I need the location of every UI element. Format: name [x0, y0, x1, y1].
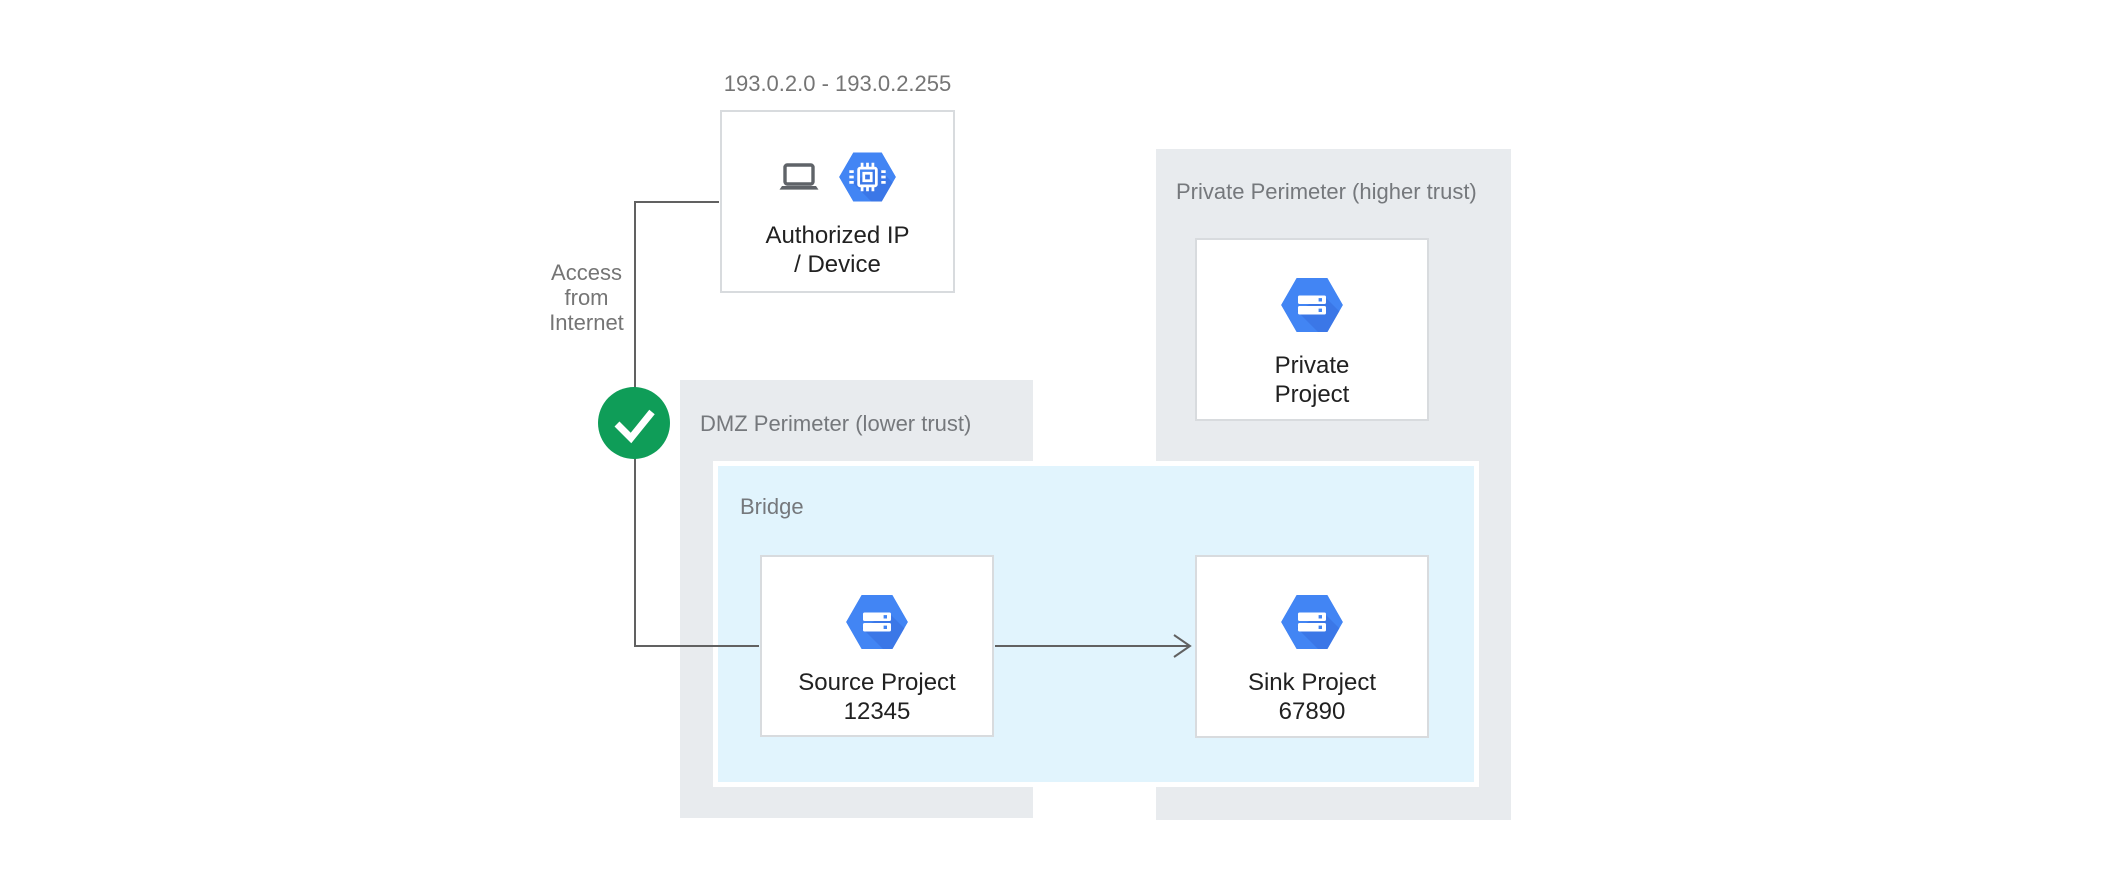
authorized-ip-device-node: Authorized IP / Device [720, 110, 955, 293]
private-node-label-line2: Project [1274, 381, 1350, 408]
private-perimeter-label: Private Perimeter (higher trust) [1176, 179, 1477, 204]
source-project-node: Source Project 12345 [760, 555, 994, 737]
access-from-internet-label: Access from Internet [549, 260, 624, 335]
source-node-label: Source Project 12345 [798, 668, 955, 726]
source-node-label-line1: Source Project [798, 669, 956, 696]
laptop-icon [779, 163, 819, 190]
authorized-node-label: Authorized IP / Device [765, 221, 909, 279]
private-node-label: Private Project [1275, 351, 1350, 409]
check-icon [598, 387, 670, 459]
compute-engine-hexagon-icon [839, 152, 896, 202]
private-project-node: Private Project [1195, 238, 1429, 421]
sink-node-label-line2: 67890 [1278, 698, 1346, 725]
gcp-project-hexagon-icon [1281, 278, 1343, 332]
bridge-label: Bridge [740, 494, 804, 519]
authorized-node-icons [779, 152, 896, 202]
sink-node-label-line1: Sink Project [1247, 669, 1377, 696]
gcp-project-hexagon-icon [1281, 595, 1343, 649]
private-node-label-line1: Private [1274, 352, 1350, 379]
dmz-perimeter-label: DMZ Perimeter (lower trust) [700, 411, 972, 436]
ip-range-label: 193.0.2.0 - 193.0.2.255 [723, 71, 952, 96]
sink-node-label: Sink Project 67890 [1248, 668, 1376, 726]
source-node-label-line2: 12345 [843, 698, 911, 725]
authorized-node-label-line2: / Device [794, 251, 881, 278]
sink-project-node: Sink Project 67890 [1195, 555, 1429, 738]
authorized-node-label-line1: Authorized IP [765, 222, 910, 249]
gcp-project-hexagon-icon [846, 595, 908, 649]
